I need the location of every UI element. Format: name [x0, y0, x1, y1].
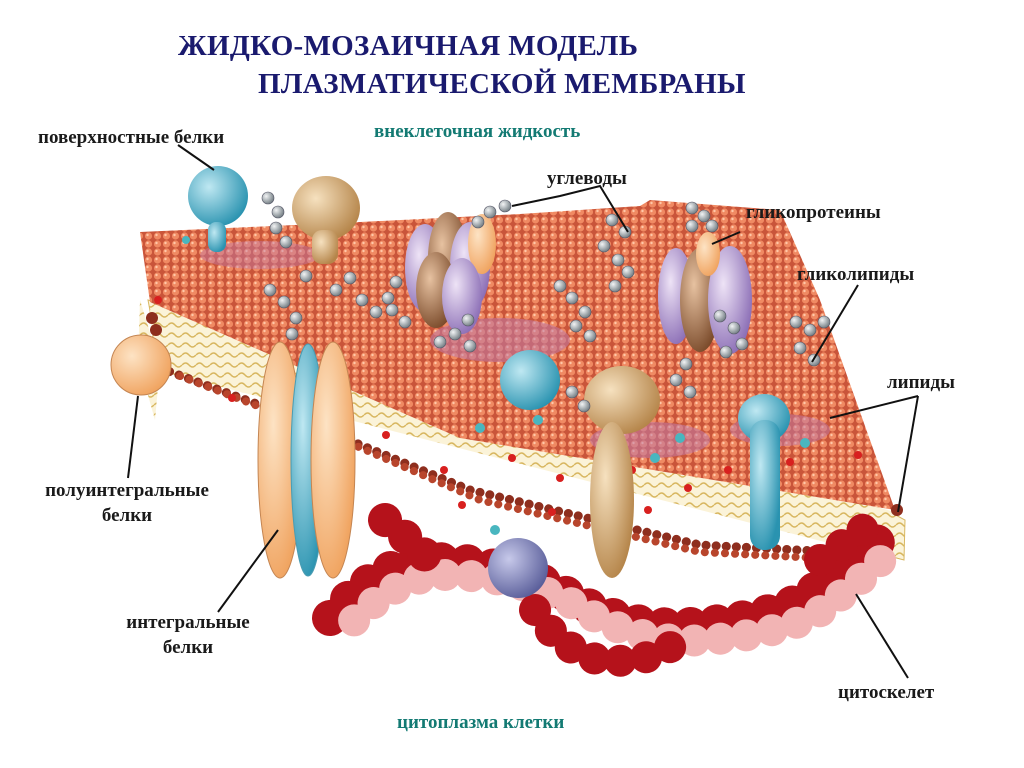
diagram-title-line2: ПЛАЗМАТИЧЕСКОЙ МЕМБРАНЫ: [258, 68, 746, 100]
label-lipids: липиды: [887, 372, 955, 393]
label-semi-integral-line2: белки: [101, 505, 153, 526]
label-integral-line1: интегральные: [126, 612, 250, 633]
glycoprotein-cluster-right: [658, 232, 752, 354]
glycoprotein-cluster-left: [405, 212, 496, 334]
semi-integral-protein: [110, 334, 172, 396]
extracellular-region-label: внеклеточная жидкость: [374, 121, 581, 142]
label-glycolipids: гликолипиды: [797, 264, 915, 285]
label-semi-integral-proteins: полуинтегральные белки: [12, 478, 242, 528]
label-semi-integral-line1: полуинтегральные: [45, 480, 209, 501]
leader-lines: [127, 144, 919, 679]
cytoskeleton-chain: [312, 503, 911, 677]
carbohydrate-chains: [261, 191, 831, 413]
label-integral-line2: белки: [162, 637, 214, 658]
surface-protein-tan: [292, 176, 360, 264]
channel-protein-tan: [584, 366, 660, 578]
channel-protein-blue: [738, 394, 790, 550]
integral-protein: [257, 341, 356, 579]
label-carbohydrates: углеводы: [547, 168, 627, 189]
surface-protein-blue: [188, 166, 248, 252]
label-integral-proteins: интегральные белки: [98, 610, 278, 660]
label-cytoskeleton: цитоскелет: [838, 682, 935, 703]
peripheral-protein-blue: [500, 350, 560, 410]
diagram-title-line1: ЖИДКО-МОЗАИЧНАЯ МОДЕЛЬ: [178, 30, 639, 62]
cytoplasmic-protein-slate: [488, 538, 548, 598]
label-glycoproteins: гликопротеины: [746, 202, 881, 223]
label-surface-proteins: поверхностные белки: [38, 127, 225, 148]
cytoplasm-region-label: цитоплазма клетки: [397, 712, 565, 733]
